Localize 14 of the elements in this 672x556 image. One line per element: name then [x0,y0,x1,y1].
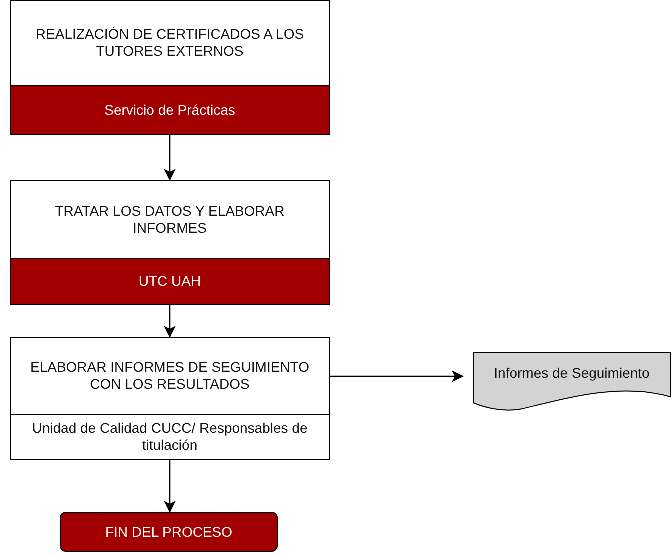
process-title: ELABORAR INFORMES DE SEGUIMIENTO CON LOS RESULTADOS [29,359,310,393]
responsible-band: UTC UAH [11,259,329,304]
arrow [164,460,176,513]
process-title: TRATAR LOS DATOS Y ELABORAR INFORMES [54,202,286,236]
process-box [10,180,330,305]
arrow [164,305,176,338]
document-label: Informes de Seguimiento [493,365,651,381]
process-box [10,0,330,135]
end-terminal: FIN DEL PROCESO [60,512,278,552]
arrow [330,370,464,382]
arrow [164,135,176,181]
process-box [10,337,330,460]
process-title: REALIZACIÓN DE CERTIFICADOS A LOS TUTORES EXTERNOS [34,26,306,60]
responsible-band: Servicio de Prácticas [11,86,329,134]
